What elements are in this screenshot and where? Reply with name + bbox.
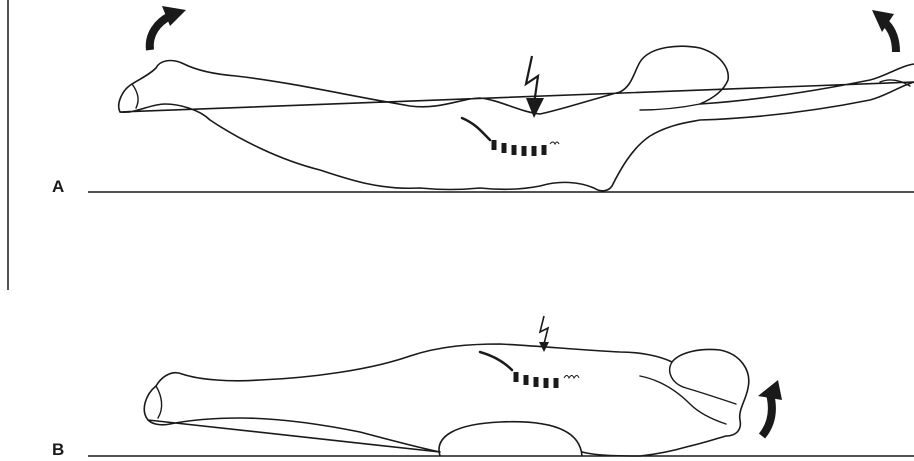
leg-lift-arrow-icon [150, 16, 170, 50]
vertebrae-a [494, 140, 544, 156]
pain-bolt-small-icon [540, 316, 548, 344]
foot-b [156, 386, 162, 418]
head-turn-arrowhead [758, 380, 782, 400]
pillow [439, 422, 582, 456]
panel-b-label: B [52, 441, 64, 458]
head-b [670, 362, 736, 404]
pain-arrowhead-a [526, 98, 544, 118]
spine-curve-a [462, 118, 490, 140]
arm-contour-b [640, 376, 726, 424]
vertebrae-b [516, 372, 556, 388]
panel-a-label: A [52, 178, 64, 195]
tail-curl-a [550, 142, 559, 144]
panel-b [88, 316, 914, 456]
arm-contour-a [640, 104, 700, 110]
tail-curl-b [564, 376, 579, 379]
panel-a [88, 6, 914, 192]
foot-a [132, 84, 138, 108]
spine-curve-b [480, 352, 512, 370]
head-turn-arrow-icon [762, 394, 772, 436]
body-outline-b [144, 344, 748, 456]
body-outline-a [119, 46, 914, 191]
